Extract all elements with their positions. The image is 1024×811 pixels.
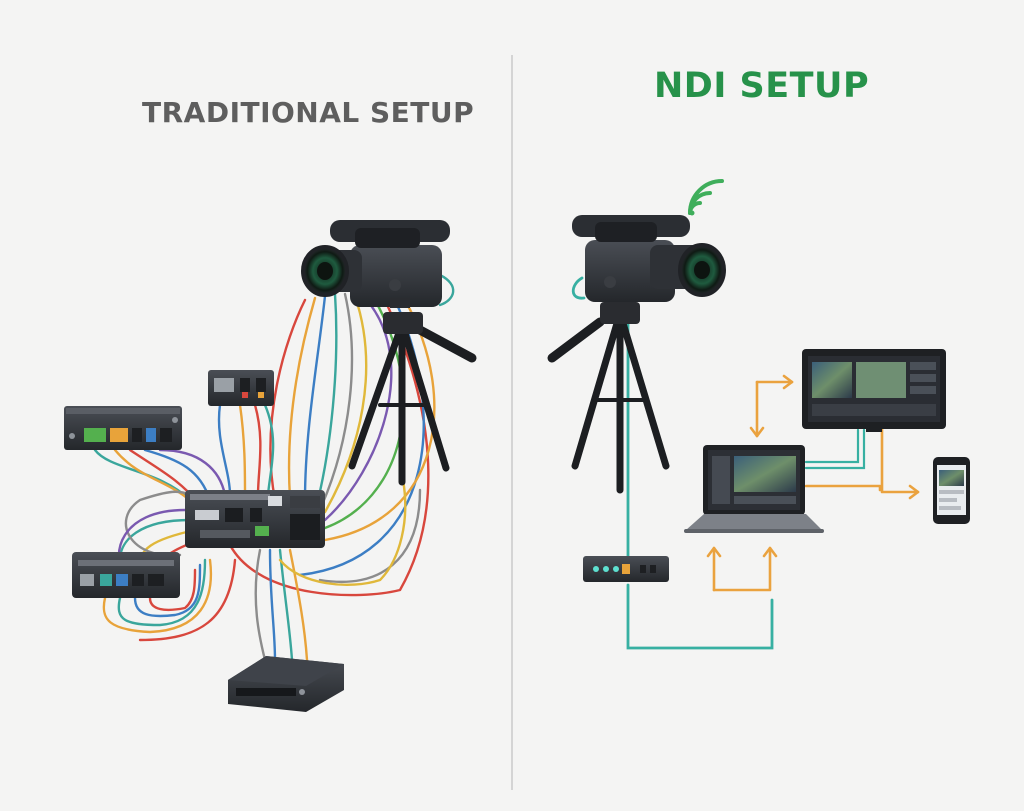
arrow [749, 426, 765, 438]
network-switch-icon [583, 556, 669, 582]
recorder-box [228, 656, 344, 712]
cable [438, 273, 455, 307]
cable [102, 558, 213, 634]
cable [124, 490, 192, 557]
cable [278, 548, 294, 662]
arrow [804, 484, 882, 492]
cable [254, 548, 267, 662]
cable [316, 292, 338, 502]
arrow [762, 546, 778, 558]
video-camera-icon [572, 215, 726, 302]
converter-box [208, 370, 274, 406]
cable [217, 403, 232, 497]
tripod-icon [547, 302, 670, 494]
cable [138, 558, 237, 642]
cable [323, 296, 393, 522]
rack-unit [64, 406, 182, 450]
laptop-icon [684, 445, 824, 533]
media-box [72, 552, 180, 598]
cable [278, 478, 407, 586]
smartphone-icon [933, 457, 970, 524]
cable [253, 403, 262, 497]
cable [263, 403, 275, 497]
video-camera-icon [301, 220, 450, 308]
cable [117, 558, 207, 627]
cable [303, 294, 327, 502]
panel-title-ndi: NDI SETUP [654, 66, 870, 106]
arrow [706, 546, 722, 558]
ndi-cable [804, 428, 860, 464]
video-switcher-icon [185, 490, 325, 548]
cable [323, 298, 436, 542]
flow-arrows [706, 374, 920, 592]
monitor-icon [802, 349, 946, 432]
cable [228, 298, 430, 597]
cable [158, 448, 227, 497]
cable [133, 563, 202, 618]
arrow [782, 374, 794, 390]
ndi-cable [571, 276, 586, 300]
wifi-icon [688, 179, 724, 216]
cable [288, 548, 309, 662]
ndi-cable [626, 583, 774, 650]
arrow [712, 546, 772, 592]
arrow [908, 484, 920, 500]
ndi-cable [804, 428, 866, 470]
cable [287, 296, 317, 500]
cable [323, 294, 368, 514]
panel-title-traditional: TRADITIONAL SETUP [142, 96, 475, 129]
cable [148, 568, 197, 612]
arrow [880, 426, 920, 494]
tripod-icon [348, 312, 477, 486]
cable [238, 403, 247, 497]
cable [268, 548, 277, 662]
cable [320, 292, 354, 507]
cable [269, 298, 307, 502]
